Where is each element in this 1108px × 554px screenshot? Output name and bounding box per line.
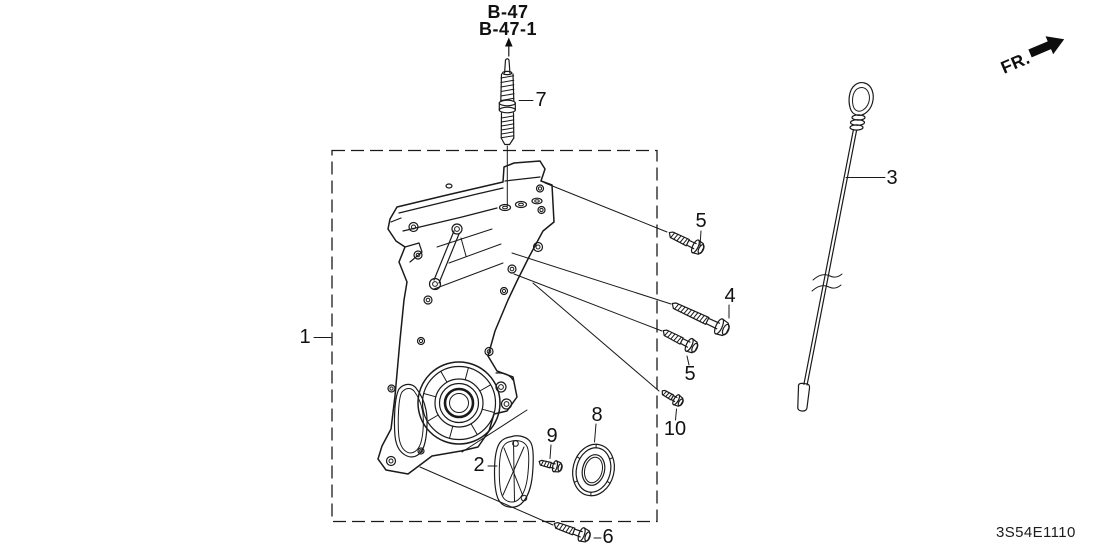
fr-arrow-icon — [1028, 36, 1065, 58]
part-callout-1[interactable]: 1 — [299, 326, 311, 348]
part-callout-9[interactable]: 9 — [546, 425, 558, 447]
part-callout-10[interactable]: 10 — [663, 418, 687, 440]
flange-bolt-10 — [658, 386, 686, 409]
part-callout-4[interactable]: 4 — [724, 285, 736, 307]
part-callout-2[interactable]: 2 — [473, 454, 485, 476]
flange-bolt-9 — [537, 456, 564, 475]
flange-bolt-5b — [659, 324, 701, 356]
chain-case-drawing — [377, 160, 555, 475]
dipstick-3 — [797, 82, 874, 412]
flange-bolt-4 — [667, 296, 733, 339]
fr-label: FR. — [998, 48, 1033, 78]
leader-lines — [313, 100, 886, 539]
boundary-box — [331, 149, 658, 523]
oil-seal-8 — [572, 443, 615, 497]
part-callout-6[interactable]: 6 — [602, 526, 614, 548]
part-callout-7[interactable]: 7 — [535, 89, 547, 111]
part-callout-8[interactable]: 8 — [591, 404, 603, 426]
baffle-plate-2 — [493, 435, 534, 508]
part-callout-5[interactable]: 5 — [695, 210, 707, 232]
part-callout-3[interactable]: 3 — [886, 167, 898, 189]
diagram-code: 3S54E1110 — [996, 524, 1076, 541]
reference-label-line2: B-47-1 — [478, 18, 538, 39]
reference-block: B-47 B-47-1 — [438, 2, 578, 39]
part-callout-5[interactable]: 5 — [684, 363, 696, 385]
fr-direction-arrow: FR. — [998, 36, 1065, 78]
stud-bolt-7 — [498, 37, 516, 207]
reference-label-line1: B-47 — [487, 2, 529, 22]
